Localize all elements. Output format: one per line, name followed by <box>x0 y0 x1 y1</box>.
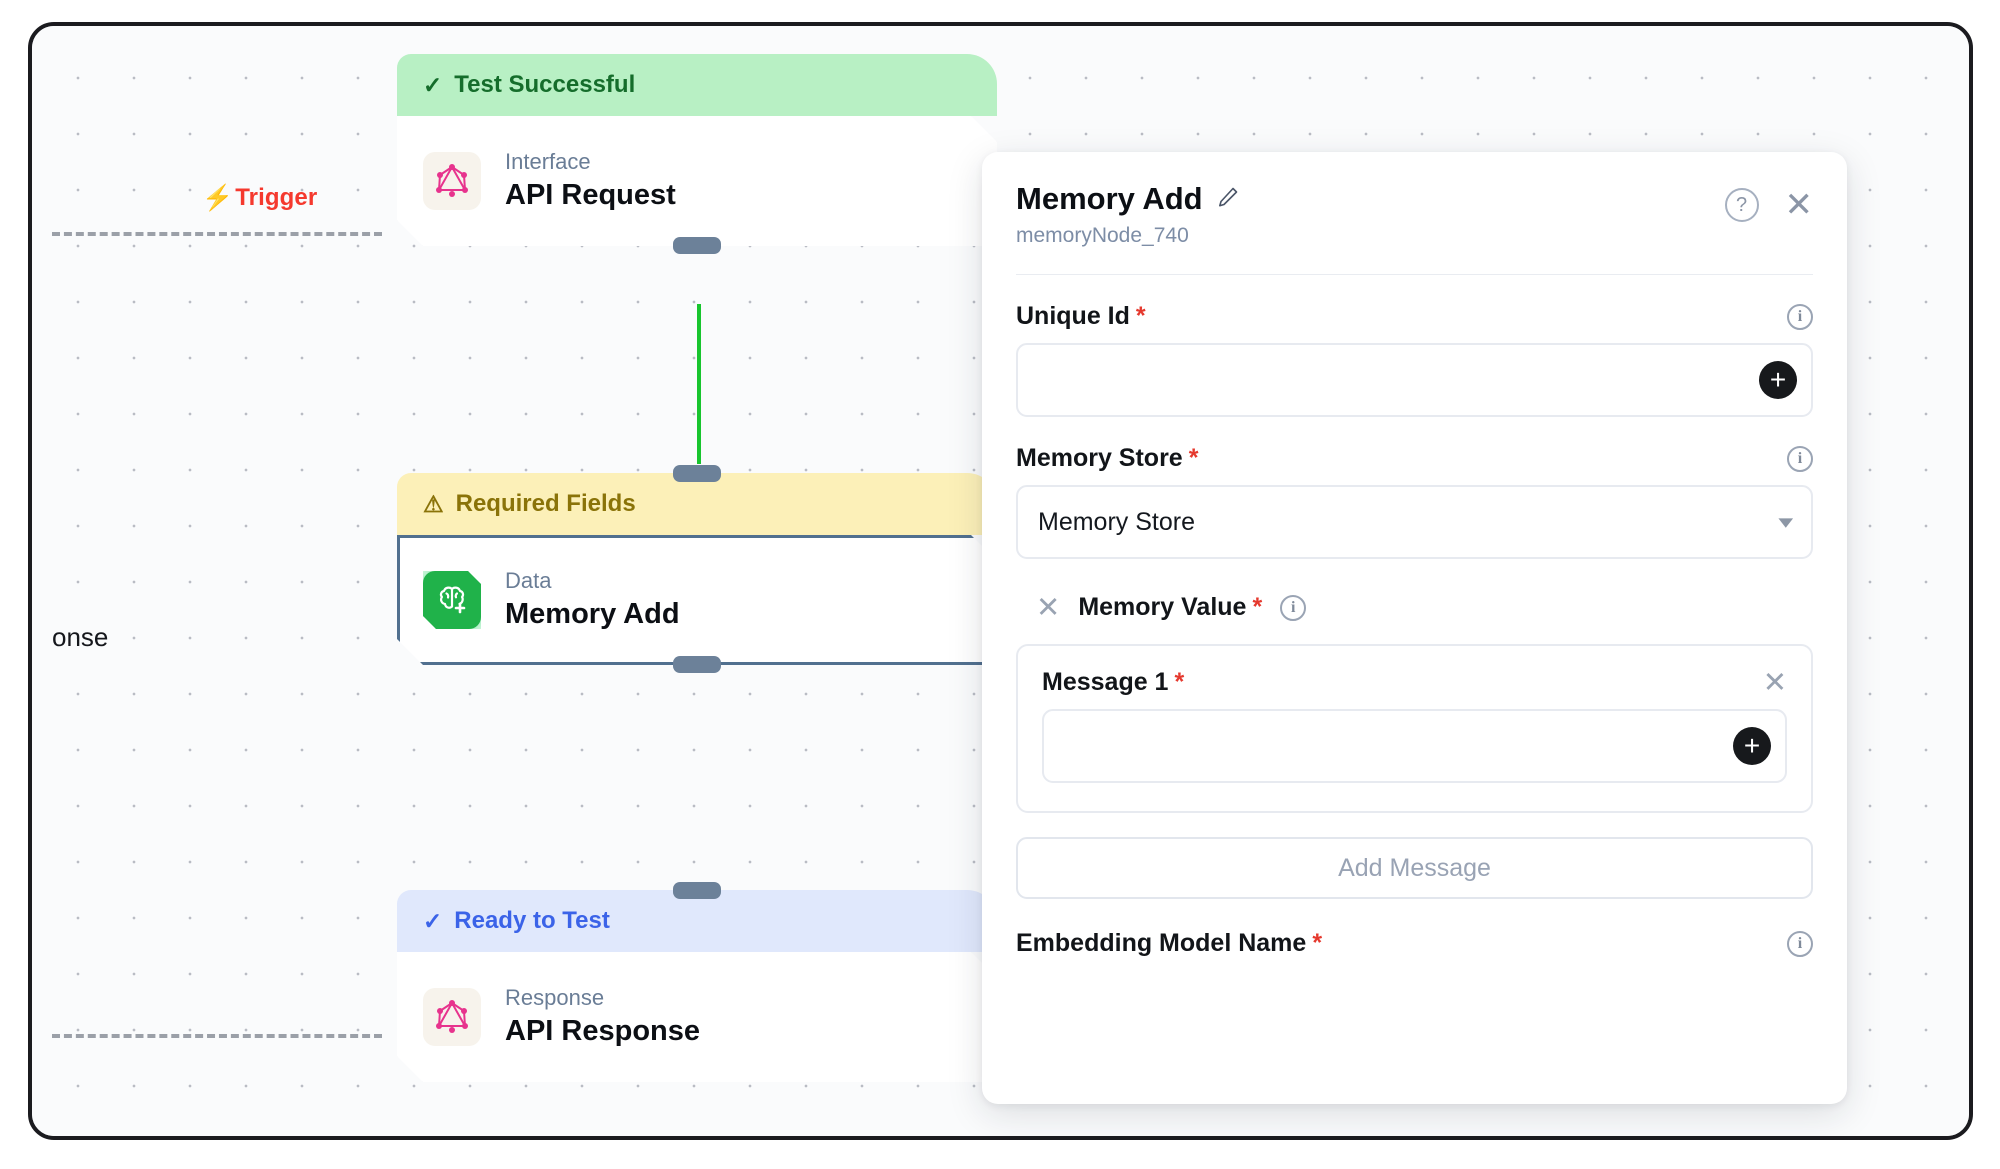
memory-store-select[interactable]: Memory Store ▾ <box>1016 485 1813 560</box>
add-variable-button[interactable]: + <box>1759 361 1797 400</box>
dashed-edge-response <box>52 1034 382 1038</box>
required-marker: * <box>1312 929 1323 958</box>
node-text-group: Interface API Request <box>505 149 676 212</box>
close-icon[interactable]: ✕ <box>1784 186 1814 224</box>
node-status-badge-success: ✓ Test Successful <box>397 54 997 116</box>
node-body[interactable]: Interface API Request <box>397 116 997 246</box>
lightning-bolt-icon: ⚡ <box>202 183 234 212</box>
check-icon: ✓ <box>423 71 443 98</box>
memory-store-label: Memory Store * <box>1016 444 1199 473</box>
chevron-down-icon[interactable]: ▾ <box>1778 511 1794 533</box>
pencil-icon[interactable] <box>1216 185 1240 214</box>
panel-header: Memory Add memoryNode_740 ? ✕ <box>982 152 1847 248</box>
message-1-input[interactable]: + <box>1042 709 1787 784</box>
node-text-group: Data Memory Add <box>505 568 680 631</box>
edge-connector-green <box>697 304 701 464</box>
node-handle-top[interactable] <box>673 882 721 899</box>
node-status-label: Required Fields <box>455 490 636 517</box>
node-title: Memory Add <box>505 597 680 630</box>
node-body[interactable]: Data Memory Add <box>397 535 997 665</box>
remove-memory-value-icon[interactable]: ✕ <box>1036 591 1061 624</box>
app-window: ⚡ Trigger onse ✓ Test Successful <box>28 22 1973 1140</box>
info-icon[interactable]: i <box>1787 445 1813 472</box>
node-category: Interface <box>505 149 591 175</box>
panel-actions: ? ✕ <box>1724 186 1814 224</box>
node-status-label: Ready to Test <box>454 907 610 934</box>
warning-triangle-icon: ⚠ <box>423 490 444 517</box>
memory-store-label-row: Memory Store * i <box>1016 444 1813 473</box>
embedding-model-label: Embedding Model Name * <box>1016 929 1323 958</box>
message-card-header: Message 1 * ✕ <box>1042 668 1787 697</box>
node-status-label: Test Successful <box>454 71 636 98</box>
node-body[interactable]: Response API Response <box>397 952 997 1082</box>
brain-plus-icon <box>423 571 481 629</box>
remove-message-icon[interactable]: ✕ <box>1762 666 1787 699</box>
memory-value-header: ✕ Memory Value * i <box>1016 593 1813 622</box>
panel-body[interactable]: Unique Id * i + Memory Store * i <box>982 302 1847 958</box>
page-title: Memory Add <box>1016 181 1203 216</box>
graphql-icon <box>423 988 481 1046</box>
node-status-badge-warning: ⚠ Required Fields <box>397 473 997 535</box>
trigger-label-text: Trigger <box>235 184 318 211</box>
node-category: Data <box>505 568 552 594</box>
node-title: API Request <box>505 178 676 211</box>
unique-id-label: Unique Id * <box>1016 302 1146 331</box>
workflow-node-api-request[interactable]: ✓ Test Successful <box>397 54 997 254</box>
node-handle-bottom[interactable] <box>673 237 721 254</box>
node-properties-panel: Memory Add memoryNode_740 ? ✕ <box>982 152 1847 1104</box>
clipped-response-label: onse <box>52 622 109 652</box>
help-icon[interactable]: ? <box>1724 188 1759 222</box>
node-handle-top[interactable] <box>673 465 721 482</box>
node-status-badge-ready: ✓ Ready to Test <box>397 890 997 952</box>
required-marker: * <box>1174 668 1185 697</box>
divider <box>1016 274 1813 276</box>
trigger-label: ⚡ Trigger <box>202 184 317 212</box>
node-title: API Response <box>505 1014 700 1047</box>
required-marker: * <box>1252 593 1263 622</box>
workflow-node-memory-add[interactable]: ⚠ Required Fields <box>397 465 997 673</box>
memory-value-label: Memory Value * <box>1078 593 1263 622</box>
memory-store-selected-value: Memory Store <box>1038 507 1195 536</box>
unique-id-input[interactable]: + <box>1016 343 1813 418</box>
message-1-label: Message 1 * <box>1042 668 1185 697</box>
required-marker: * <box>1135 302 1146 331</box>
info-icon[interactable]: i <box>1280 594 1307 621</box>
graphql-icon <box>423 152 481 210</box>
add-variable-button[interactable]: + <box>1733 727 1771 766</box>
node-id-label: memoryNode_740 <box>1016 224 1189 248</box>
check-icon: ✓ <box>423 907 443 934</box>
workflow-node-api-response[interactable]: ✓ Ready to Test <box>397 882 997 1082</box>
info-icon[interactable]: i <box>1787 930 1813 957</box>
unique-id-label-row: Unique Id * i <box>1016 302 1813 331</box>
workflow-canvas[interactable]: ⚡ Trigger onse ✓ Test Successful <box>32 26 1969 1136</box>
node-text-group: Response API Response <box>505 985 700 1048</box>
required-marker: * <box>1188 444 1199 473</box>
dashed-edge-trigger <box>52 232 382 236</box>
node-handle-bottom[interactable] <box>673 656 721 673</box>
info-icon[interactable]: i <box>1787 303 1813 330</box>
add-message-button[interactable]: Add Message <box>1016 837 1813 900</box>
embedding-model-label-row: Embedding Model Name * i <box>1016 929 1813 958</box>
panel-title-row: Memory Add <box>1016 181 1813 216</box>
message-card: Message 1 * ✕ + <box>1016 644 1813 814</box>
node-category: Response <box>505 985 605 1011</box>
